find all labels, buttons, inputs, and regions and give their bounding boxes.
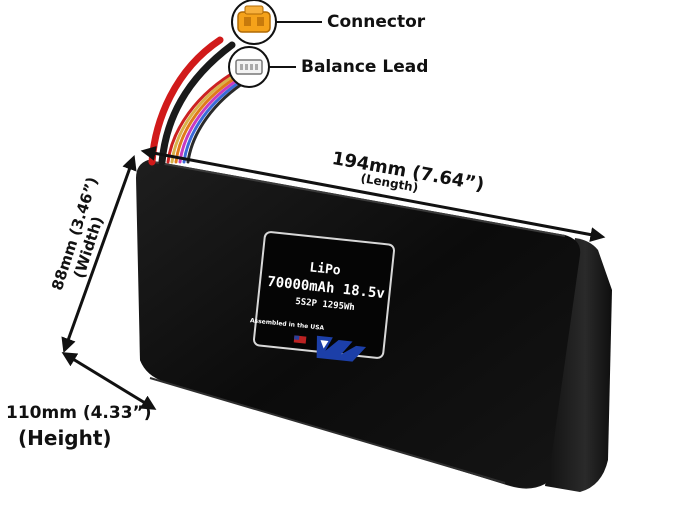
- length-arrow: [140, 146, 606, 242]
- width-arrow: [61, 154, 137, 354]
- connector-callout-label: Connector: [327, 12, 426, 32]
- balance-lead-callout-label: Balance Lead: [301, 57, 429, 77]
- battery-bottom-highlight: [149, 377, 506, 484]
- usa-flag-icon: [293, 335, 307, 344]
- battery-side-face: [545, 238, 612, 492]
- height-value: 110mm (4.33”): [6, 403, 152, 423]
- brand-logo-icon: [316, 335, 367, 362]
- balance-plug-icon: [235, 59, 263, 75]
- height-arrow: [61, 352, 157, 410]
- height-label: (Height): [18, 426, 112, 450]
- xt-connector-icon: [237, 5, 271, 33]
